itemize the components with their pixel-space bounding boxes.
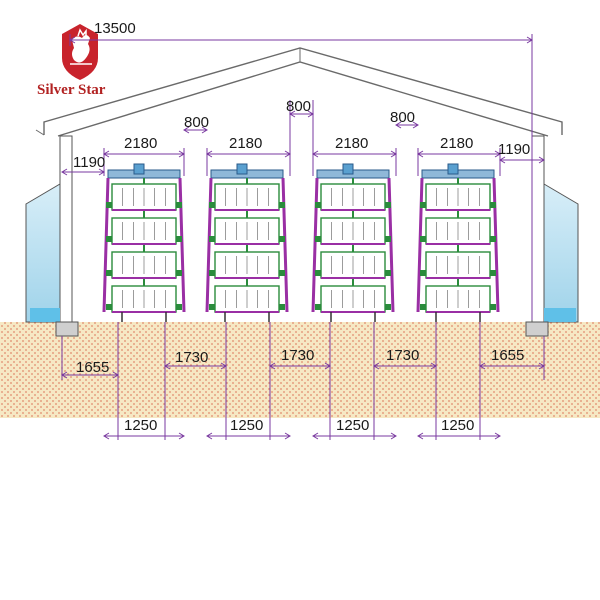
base-width-label-4: 1250 xyxy=(441,417,474,434)
cage-battery-2 xyxy=(205,163,289,322)
floor-aisle-label-2: 1730 xyxy=(175,349,208,366)
cage-width-label-1: 2180 xyxy=(124,135,157,152)
floor-aisle-label-4: 1730 xyxy=(386,347,419,364)
cage-batteries xyxy=(102,163,500,322)
floor-ground xyxy=(0,322,600,418)
aisle-upper-label-2: 800 xyxy=(286,98,311,115)
logo: Silver Star xyxy=(37,24,106,98)
base-width-label-3: 1250 xyxy=(336,417,369,434)
brand-name: Silver Star xyxy=(37,82,106,98)
cage-battery-3 xyxy=(311,163,395,322)
base-width-label-1: 1250 xyxy=(124,417,157,434)
cage-width-label-2: 2180 xyxy=(229,135,262,152)
aisle-upper-label-3: 800 xyxy=(390,109,415,126)
cage-battery-1 xyxy=(102,163,186,322)
dimension-lines xyxy=(61,34,545,440)
cage-width-label-4: 2180 xyxy=(440,135,473,152)
right-wall xyxy=(525,135,579,337)
floor-aisle-label-1: 1655 xyxy=(76,359,109,376)
dimension-labels: 13500 2180 2180 2180 2180 800 800 800 11… xyxy=(73,20,530,434)
building-outline xyxy=(35,47,563,137)
aisle-upper-label-1: 800 xyxy=(184,114,209,131)
base-width-label-2: 1250 xyxy=(230,417,263,434)
total-width-label: 13500 xyxy=(94,20,136,37)
floor-aisle-label-3: 1730 xyxy=(281,347,314,364)
cage-width-label-3: 2180 xyxy=(335,135,368,152)
side-gap-right-label: 1190 xyxy=(498,141,530,158)
rooster-icon xyxy=(62,24,98,80)
floor-aisle-label-5: 1655 xyxy=(491,347,524,364)
cage-battery-4 xyxy=(416,163,500,322)
side-gap-left-label: 1190 xyxy=(73,154,105,171)
left-wall xyxy=(25,135,79,337)
